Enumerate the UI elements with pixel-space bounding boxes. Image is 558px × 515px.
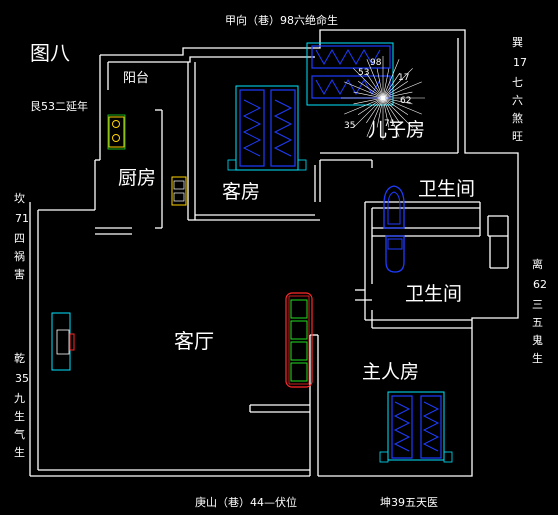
kids-bed	[306, 42, 394, 106]
compass-ray	[353, 97, 384, 128]
direction-bottom-left: 庚山（巷）44—伏位	[195, 495, 297, 509]
direction-left-mid: 坎 71 四 祸 害	[14, 192, 29, 281]
direction-right-mid: 离 62 三 五 鬼 生	[532, 257, 547, 365]
guest-bed	[227, 85, 307, 171]
compass-number-71: 71	[384, 119, 395, 129]
compass-ray	[357, 97, 384, 115]
direction-left-low: 乾 35 九 生 气 生	[14, 352, 29, 459]
room-bath-1: 卫生间	[418, 178, 475, 200]
svg-text:17: 17	[513, 56, 527, 69]
compass-rays	[341, 56, 425, 140]
sofa	[285, 292, 313, 388]
compass-ray	[353, 91, 384, 99]
compass-ray	[382, 97, 400, 124]
bathtub	[383, 185, 405, 229]
svg-text:害: 害	[14, 267, 25, 281]
svg-text:坎: 坎	[14, 192, 25, 205]
room-kitchen: 厨房	[118, 167, 156, 189]
room-master: 主人房	[362, 361, 419, 383]
room-living: 客厅	[174, 329, 214, 353]
svg-text:五: 五	[532, 316, 543, 329]
compass-number-17: 17	[398, 73, 409, 83]
svg-text:四: 四	[14, 232, 25, 245]
room-bath-2: 卫生间	[405, 283, 462, 305]
compass-ray	[382, 97, 413, 128]
compass-ray	[382, 97, 390, 128]
svg-text:鬼: 鬼	[532, 333, 543, 347]
compass-ray	[357, 81, 384, 99]
compass-ray	[344, 97, 384, 115]
compass-ray	[382, 97, 409, 115]
direction-right-top: 巽 17 七 六 煞 旺	[512, 36, 527, 143]
compass-ray	[344, 81, 384, 99]
compass-ray	[353, 68, 384, 99]
svg-text:生: 生	[532, 351, 543, 365]
room-kids: 儿子房	[368, 119, 425, 141]
svg-text:生: 生	[14, 409, 25, 423]
compass-ray	[366, 72, 384, 99]
svg-text:旺: 旺	[512, 130, 523, 143]
svg-text:九: 九	[14, 392, 25, 405]
compass-ray	[382, 97, 400, 137]
compass-number-53: 53	[358, 68, 369, 78]
svg-text:35: 35	[15, 372, 29, 385]
svg-text:六: 六	[512, 94, 523, 107]
compass-ray	[382, 97, 422, 115]
svg-text:七: 七	[512, 76, 523, 89]
sink	[171, 176, 187, 206]
svg-text:乾: 乾	[14, 352, 25, 365]
compass-ray	[382, 68, 413, 99]
master-bed	[379, 391, 453, 463]
direction-left-upper: 艮53二延年	[30, 99, 88, 113]
svg-text:生: 生	[14, 445, 25, 459]
room-balcony: 阳台	[123, 71, 149, 86]
toilet	[385, 235, 405, 273]
room-guest: 客房	[222, 181, 260, 203]
compass-number-35: 35	[344, 121, 355, 131]
compass-ray	[366, 59, 384, 99]
compass-ray	[382, 68, 390, 99]
svg-text:祸: 祸	[14, 249, 25, 263]
svg-text:煞: 煞	[512, 111, 523, 125]
svg-text:62: 62	[533, 278, 547, 291]
tv-cabinet	[51, 312, 75, 371]
compass-number-98: 98	[370, 58, 382, 68]
compass-ray	[382, 81, 409, 99]
compass-numbers: 53 98 17 62 35 71	[344, 58, 411, 131]
svg-text:71: 71	[15, 212, 29, 225]
figure-label: 图八	[30, 41, 70, 65]
compass-ray	[382, 72, 400, 99]
svg-text:三: 三	[532, 298, 543, 311]
direction-bottom-right: 坤39五天医	[380, 495, 438, 509]
compass-ray	[366, 97, 384, 124]
svg-text:气: 气	[14, 427, 25, 441]
walls	[29, 29, 519, 477]
direction-top: 甲向（巷）98六绝命生	[225, 13, 338, 27]
compass-ray	[382, 59, 400, 99]
compass-ray	[376, 97, 384, 128]
compass-ray	[382, 81, 422, 99]
svg-text:巽: 巽	[512, 36, 523, 49]
stove	[107, 114, 126, 150]
compass-ray	[376, 68, 384, 99]
compass-ray	[382, 91, 413, 99]
compass-ray	[366, 97, 384, 137]
compass-ray	[382, 97, 413, 105]
compass-number-62: 62	[400, 96, 411, 106]
svg-text:离: 离	[532, 257, 543, 271]
compass-ray	[353, 97, 384, 105]
